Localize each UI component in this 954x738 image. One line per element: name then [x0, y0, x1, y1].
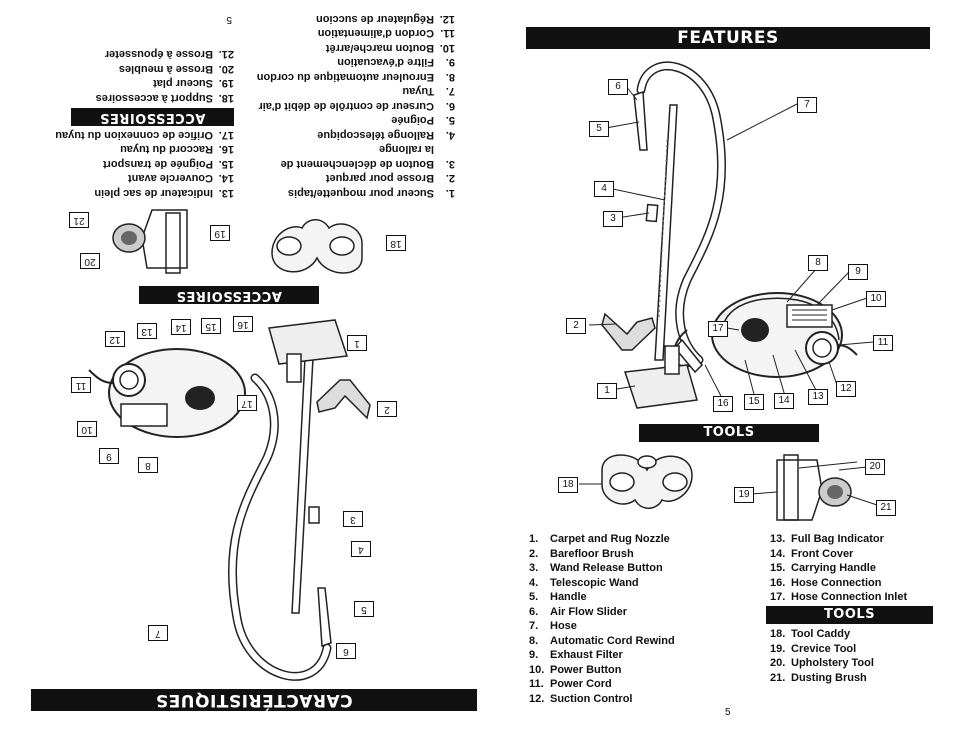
tools-title: TOOLS — [639, 424, 819, 442]
list-item: 19.Crevice Tool — [770, 642, 857, 655]
callout-6: 6 — [608, 79, 628, 95]
list-item: 5.Poignée — [391, 114, 455, 127]
list-item: 1.Suceur pour moquette/tapis — [287, 187, 455, 199]
callout-10: 10 — [866, 291, 886, 307]
list-item: 9.Exhaust Filter — [529, 649, 623, 661]
callout-15: 15 — [744, 394, 764, 410]
list-item: 2.Brosse pour parquet — [325, 172, 455, 185]
list-item: 2.Barefloor Brush — [529, 547, 634, 560]
caracteristiques-page-french: CARACTÉRISTIQUES 6 7 5 4 3 8 9 10 2 17 1… — [31, 12, 477, 711]
list-item: 20.Brosse à meubles — [118, 63, 234, 75]
list-item: 6.Air Flow Slider — [529, 605, 628, 618]
list-item: 7.Hose — [529, 620, 577, 632]
callout-21: 21 — [876, 500, 896, 516]
features-list-right: 13.Full Bag Indicator 14.Front Cover 15.… — [770, 532, 907, 605]
list-item: 4.Telescopic Wand — [529, 576, 639, 589]
list-item: 4.Rallonge télescopique — [317, 129, 455, 141]
list-item: 10.Power Button — [529, 663, 622, 676]
callout-20: 20 — [865, 459, 885, 475]
tools-list: 18.Tool Caddy 19.Crevice Tool 20.Upholst… — [770, 627, 874, 685]
callout-3: 3 — [603, 211, 623, 227]
list-item: 20.Upholstery Tool — [770, 657, 874, 669]
list-item: 12.Suction Control — [529, 692, 633, 705]
list-item: 5.Handle — [529, 591, 587, 603]
callout-18: 18 — [558, 477, 578, 493]
list-item: 15.Poignée de transport — [102, 158, 234, 170]
callout-fr-18: 18 — [386, 235, 406, 251]
fr-list-b: 13.Indicateur de sac plein 14.Couvercle … — [55, 128, 234, 201]
list-item: 21.Dusting Brush — [770, 671, 867, 684]
list-item: 18.Support à accessoires — [95, 92, 234, 104]
callout-7: 7 — [797, 97, 817, 113]
list-item: 6.Curseur de contrôle de débit d'air — [258, 100, 455, 112]
list-item: 18.Tool Caddy — [770, 628, 851, 640]
list-item: 21.Brosse à épousseter — [104, 48, 234, 61]
callout-4: 4 — [594, 181, 614, 197]
list-item: 14.Couvercle avant — [128, 172, 234, 185]
list-item: 12.Régulateur de succion — [316, 13, 455, 25]
page-number-fr: 5 — [226, 14, 232, 25]
callout-13: 13 — [808, 389, 828, 405]
callout-8: 8 — [808, 255, 828, 271]
callout-14: 14 — [774, 393, 794, 409]
list-item: 9.Filtre d'évacuation — [337, 56, 455, 69]
callout-12: 12 — [836, 381, 856, 397]
list-item: 15.Carrying Handle — [770, 562, 876, 574]
callout-11: 11 — [873, 335, 893, 351]
accessoires-list-title: ACCESSOIRES — [71, 108, 234, 126]
features-title: FEATURES — [526, 27, 930, 49]
list-item: 8.Enrouleur automatique du cordon — [256, 71, 455, 83]
list-item: 17.Orifice de connexion du tuyau — [55, 129, 234, 141]
callout-19: 19 — [734, 487, 754, 503]
fr-list-a: 1.Suceur pour moquette/tapis 2.Brosse po… — [257, 12, 455, 201]
callout-9: 9 — [848, 264, 868, 280]
list-item: 3.Wand Release Button — [529, 562, 663, 574]
fr-accessoires-list: 18.Support à accessoires 19.Suceur plat … — [96, 47, 234, 105]
list-item: 8.Automatic Cord Rewind — [529, 634, 675, 647]
callout-5: 5 — [589, 121, 609, 137]
list-item: 14.Front Cover — [770, 547, 854, 560]
list-item: 7.Tuyau — [402, 85, 455, 98]
features-list-left: 1.Carpet and Rug Nozzle 2.Barefloor Brus… — [529, 532, 675, 706]
list-item: 11.Cordon d'alimentation — [317, 27, 455, 40]
vacuum-diagram — [588, 61, 874, 409]
list-item: 17.Hose Connection Inlet — [770, 591, 908, 603]
tools-diagram — [579, 454, 878, 521]
callout-fr-21: 21 — [69, 212, 89, 228]
callout-1: 1 — [597, 383, 617, 399]
callout-fr-20: 20 — [80, 253, 100, 269]
list-item: 16.Hose Connection — [770, 576, 882, 589]
list-item: 16.Raccord du tuyau — [120, 143, 234, 156]
list-item: 11.Power Cord — [529, 678, 612, 690]
list-item: 3.Bouton de déclenchement de la rallonge — [280, 143, 455, 171]
tools-list-title: TOOLS — [766, 606, 933, 624]
callout-2: 2 — [566, 318, 586, 334]
list-item: 13.Full Bag Indicator — [770, 533, 884, 545]
callout-16: 16 — [713, 396, 733, 412]
list-item: 19.Suceur plat — [153, 77, 234, 90]
callout-fr-19: 19 — [210, 225, 230, 241]
list-item: 1.Carpet and Rug Nozzle — [529, 533, 670, 545]
vacuum-diagram-fr — [88, 319, 371, 681]
list-item: 10.Bouton marche/arrêt — [325, 42, 455, 54]
list-item: 13.Indicateur de sac plein — [94, 187, 234, 199]
features-page-english: FEATURES — [477, 0, 954, 738]
tools-diagram-fr — [112, 209, 363, 274]
callout-17: 17 — [708, 321, 728, 337]
page-number: 5 — [725, 707, 731, 718]
